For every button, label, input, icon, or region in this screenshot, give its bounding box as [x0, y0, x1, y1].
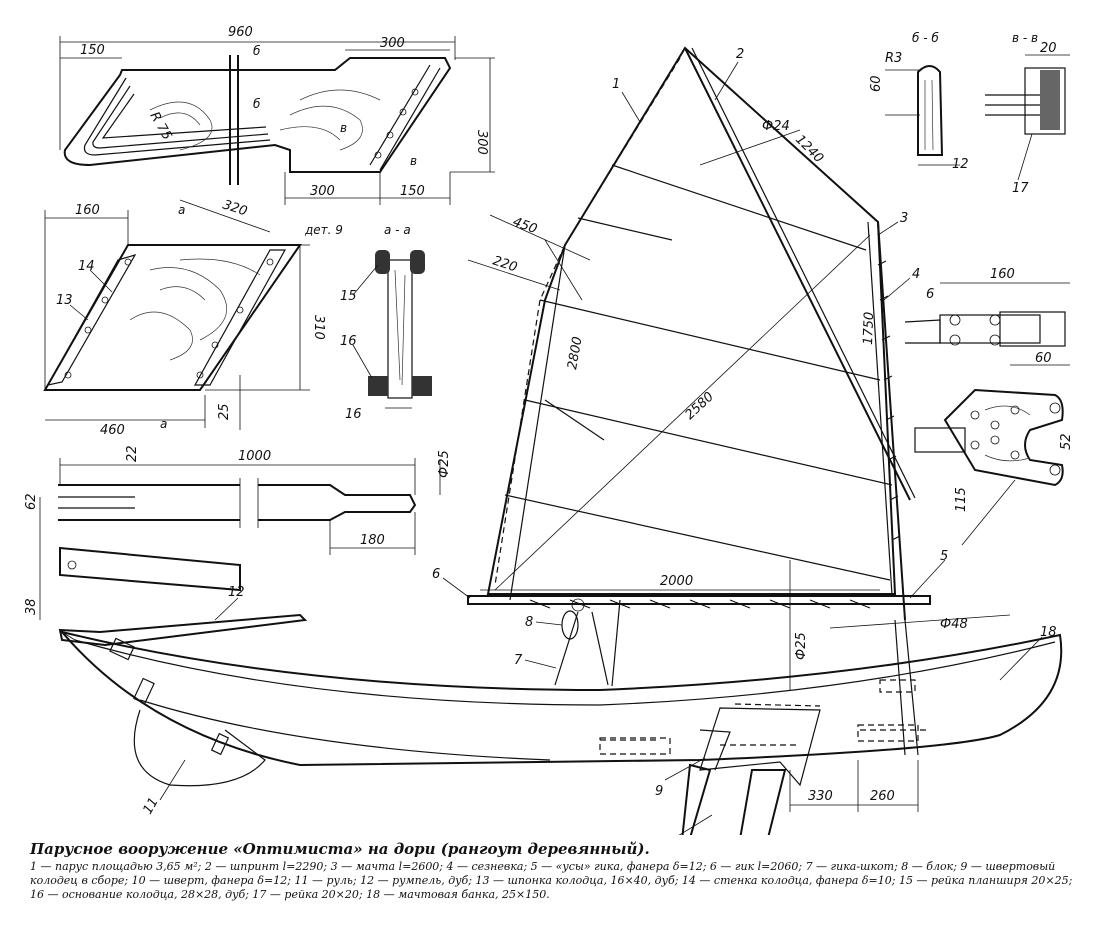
- callout-18: 18: [1040, 625, 1057, 640]
- section-bb-detail: б - б R3 60 12: [869, 31, 969, 172]
- figure-caption: Парусное вооружение «Оптимиста» на дори …: [30, 842, 1085, 902]
- callout-9: 9: [655, 784, 663, 799]
- dim-220: 220: [491, 254, 519, 276]
- callout-14: 14: [78, 259, 95, 274]
- dim-52: 52: [1059, 433, 1074, 450]
- dim-260: 260: [870, 789, 895, 804]
- dim-300-bottom: 300: [310, 184, 335, 199]
- section-mark-a2: а: [160, 417, 167, 431]
- dim-330: 330: [808, 789, 833, 804]
- section-mark-b1: б: [253, 44, 261, 58]
- boom-jaws-plate-detail: 960 150 300 300 150 300 R 75 б б в в: [59, 25, 495, 205]
- dim-2580: 2580: [682, 389, 716, 423]
- dim-150-top: 150: [80, 43, 105, 58]
- dim-r3: R3: [885, 51, 902, 66]
- callout-3: 3: [900, 211, 908, 226]
- section-mark-v2: в: [410, 154, 417, 168]
- dim-310: 310: [311, 315, 326, 340]
- dim-300-right: 300: [474, 130, 489, 155]
- section-mark-a1: а: [178, 203, 185, 217]
- dim-450: 450: [511, 215, 539, 238]
- dim-38: 38: [24, 598, 39, 615]
- label-section-aa: а - а: [384, 223, 411, 237]
- callout-6-detail: 6: [926, 287, 934, 302]
- section-mark-b2: б: [253, 97, 261, 111]
- dim-460: 460: [100, 423, 125, 438]
- dim-16: 16: [345, 407, 362, 422]
- dim-960: 960: [228, 25, 253, 40]
- caption-legend: 1 — парус площадью 3,65 м²; 2 — шпринт l…: [30, 860, 1073, 901]
- dim-r75: R 75: [147, 110, 175, 143]
- hull: 330 260 Ф25 Ф48: [58, 560, 1063, 835]
- label-section-bb: б - б: [912, 31, 939, 45]
- section-mark-v1: в: [340, 121, 347, 135]
- dim-2800: 2800: [565, 335, 586, 370]
- dim-1000: 1000: [238, 449, 271, 464]
- dim-12-section: 12: [952, 157, 969, 172]
- dim-phi48: Ф48: [940, 617, 968, 632]
- dim-phi25-tiller: Ф25: [437, 450, 452, 478]
- dim-phi25-boom: Ф25: [794, 632, 809, 660]
- dim-62: 62: [24, 493, 39, 510]
- callout-7: 7: [514, 653, 523, 668]
- dim-180: 180: [360, 533, 385, 548]
- tiller-detail: 1000 22 62 180 Ф25 38: [24, 445, 452, 620]
- dim-320: 320: [221, 198, 249, 220]
- label-section-vv: в - в: [1012, 31, 1038, 45]
- dim-60-boom: 60: [1035, 351, 1052, 366]
- trunk-wall-detail: 160 320 310 460 25 а а: [43, 198, 326, 438]
- section-vv-detail: в - в 20 17: [985, 31, 1070, 196]
- dim-25-trunk: 25: [217, 403, 232, 420]
- callout-2: 2: [736, 47, 744, 62]
- callout-4: 4: [912, 267, 920, 282]
- callout-5: 5: [940, 549, 948, 564]
- dim-160-boom: 160: [990, 267, 1015, 282]
- callout-15: 15: [340, 289, 357, 304]
- section-aa-detail: дет. 9 а - а 16: [304, 223, 432, 422]
- callout-13: 13: [56, 293, 73, 308]
- dim-1750: 1750: [861, 312, 877, 346]
- dim-160-trunk: 160: [75, 203, 100, 218]
- callout-17: 17: [1012, 181, 1029, 196]
- sail: 450 220 2800 2580 1750 1240 Ф24 2000: [467, 46, 931, 621]
- callout-6: 6: [432, 567, 440, 582]
- callout-12: 12: [228, 585, 245, 600]
- callout-8: 8: [525, 615, 533, 630]
- dim-60-section: 60: [869, 75, 884, 92]
- dim-20: 20: [1040, 41, 1057, 56]
- callout-11: 11: [140, 795, 161, 817]
- sail-rig-drawing: 960 150 300 300 150 300 R 75 б б в в: [24, 25, 1074, 835]
- dim-2000: 2000: [660, 574, 693, 589]
- label-det9: дет. 9: [304, 223, 343, 237]
- callouts: 1 2 3 4 5 6 7 8 9 10 11 12 13 14 15 16 1…: [56, 47, 1057, 835]
- callout-1: 1: [612, 77, 620, 92]
- dim-150-bottom: 150: [400, 184, 425, 199]
- dim-phi24: Ф24: [762, 119, 790, 134]
- dim-300-top: 300: [380, 36, 405, 51]
- dim-22: 22: [125, 445, 140, 462]
- boom-jaws-detail: 52 115: [914, 388, 1074, 546]
- dim-115: 115: [954, 487, 969, 512]
- boom-end-detail: 160 60 6: [904, 267, 1070, 366]
- callout-16: 16: [340, 334, 357, 349]
- caption-title: Парусное вооружение «Оптимиста» на дори …: [30, 840, 650, 858]
